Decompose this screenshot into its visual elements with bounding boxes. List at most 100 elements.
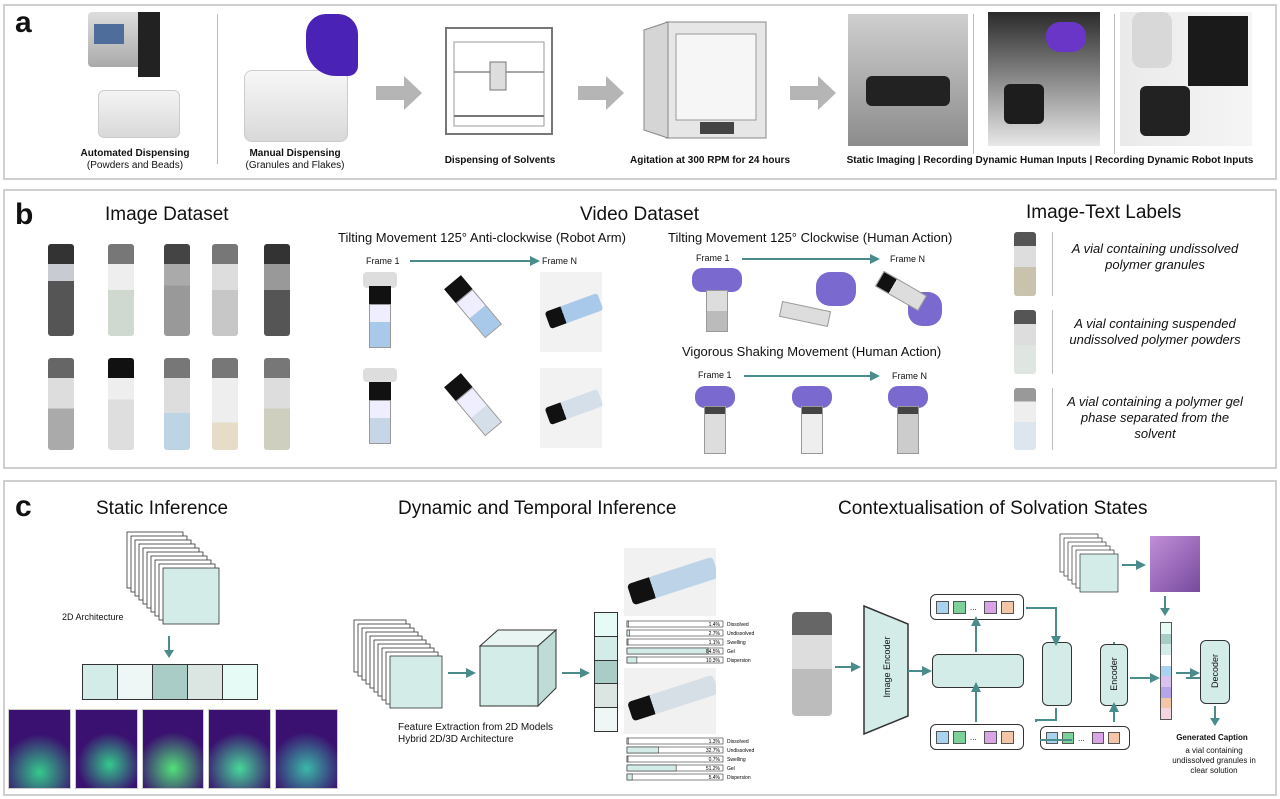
prediction-value-label: 2.7% xyxy=(709,631,721,637)
heatmap-image xyxy=(208,709,272,789)
prediction-value-label: 1.4% xyxy=(709,622,721,628)
robot-frame-photo xyxy=(355,272,405,352)
vial-photo xyxy=(48,358,74,450)
prediction-bars-top: 1.4%Dissolved2.7%Undissolved1.1%Swelling… xyxy=(626,620,754,664)
label-divider xyxy=(1052,310,1053,374)
human-tilt-title: Tilting Movement 125° Clockwise (Human A… xyxy=(668,230,953,245)
vial-image-grid xyxy=(44,240,294,455)
temporal-cell xyxy=(595,684,617,709)
decoder-block xyxy=(1200,640,1230,704)
prediction-class-label: Swelling xyxy=(727,757,746,763)
token xyxy=(1001,730,1014,744)
token xyxy=(984,600,997,614)
text-label-powders: A vial containing suspended undissolved … xyxy=(1069,316,1241,347)
divider xyxy=(217,14,218,164)
token xyxy=(1092,732,1104,744)
token xyxy=(984,730,997,744)
label-divider xyxy=(1052,388,1053,450)
image-encoder-label: Image Encoder xyxy=(882,636,892,698)
human-frame-photo xyxy=(692,268,742,334)
generated-caption-title: Generated Caption xyxy=(1176,733,1248,742)
vial-photo xyxy=(164,244,190,336)
divider xyxy=(973,14,974,154)
feature-vector xyxy=(82,664,258,700)
prediction-bars-bottom: 1.3%Dissolved32.7%Undissolved0.7%Swellin… xyxy=(626,737,754,781)
prediction-bar-fill xyxy=(626,638,629,646)
temporal-cell xyxy=(595,636,617,661)
prediction-bar-fill xyxy=(626,656,638,664)
down-arrow xyxy=(1160,596,1170,616)
token-sequence xyxy=(1160,622,1172,720)
prediction-vial-photo xyxy=(624,668,716,734)
prediction-class-label: Dissolved xyxy=(727,622,749,628)
panel-a-label: a xyxy=(15,6,32,39)
purple-glove-image xyxy=(306,14,358,76)
prediction-bar-fill xyxy=(626,647,709,655)
human-frame-photo xyxy=(872,270,942,334)
feature-cell xyxy=(223,665,257,699)
prediction-class-label: Gel xyxy=(727,649,735,655)
prediction-value-label: 5.4% xyxy=(709,775,721,781)
vial-photo xyxy=(108,244,134,336)
prediction-class-label: Dissolved xyxy=(727,739,749,745)
step-manual-caption: Manual Dispensing(Granules and Flakes) xyxy=(245,148,345,171)
prediction-value-label: 84.5% xyxy=(706,649,721,655)
feature-cell xyxy=(118,665,153,699)
prediction-value-label: 1.1% xyxy=(709,640,721,646)
heatmap-image xyxy=(74,709,138,789)
static-imaging-photo xyxy=(848,14,968,146)
encoder-block xyxy=(1100,644,1128,706)
heatmap-strip xyxy=(8,709,338,789)
vial-photo xyxy=(212,358,238,450)
prediction-bar-fill xyxy=(626,737,629,745)
labels-title: Image-Text Labels xyxy=(1026,202,1182,223)
prediction-bar-fill xyxy=(626,764,677,772)
right-arrow xyxy=(835,662,861,672)
frame-arrow xyxy=(744,371,880,381)
prediction-class-label: Swelling xyxy=(727,640,746,646)
prediction-bar-fill xyxy=(626,755,629,763)
token xyxy=(1161,687,1171,698)
feature-extraction-label: Feature Extraction from 2D Models xyxy=(398,722,554,733)
frame-1-label: Frame 1 xyxy=(696,253,730,263)
temporal-cell xyxy=(595,613,617,637)
label-divider xyxy=(1052,232,1053,296)
token xyxy=(1161,676,1171,688)
token xyxy=(1161,644,1171,656)
temporal-cell xyxy=(595,708,617,731)
image-encoder-block xyxy=(863,604,909,736)
image-stack-icon xyxy=(126,531,220,625)
prediction-value-label: 51.2% xyxy=(706,766,721,772)
incubator-image xyxy=(643,21,767,139)
vial-photo xyxy=(108,358,134,450)
frame-arrow xyxy=(410,256,540,266)
heatmap-image xyxy=(8,709,71,789)
token xyxy=(1161,697,1171,709)
shake-title: Vigorous Shaking Movement (Human Action) xyxy=(682,344,942,359)
token xyxy=(953,600,966,614)
human-recording-photo xyxy=(988,12,1100,146)
token-ellipsis: ... xyxy=(970,602,977,612)
frame-n-label: Frame N xyxy=(892,371,928,381)
vial-photo xyxy=(212,244,238,336)
3d-cube-icon xyxy=(478,628,558,708)
token xyxy=(1161,623,1171,634)
text-label-gel: A vial containing a polymer gel phase se… xyxy=(1067,394,1243,441)
arch-2d-label: 2D Architecture xyxy=(62,612,124,622)
temporal-cell xyxy=(595,660,617,685)
right-arrow xyxy=(562,668,590,678)
token-ellipsis: ... xyxy=(1078,733,1085,743)
prediction-class-label: Dispersion xyxy=(727,658,751,664)
human-frame-photo xyxy=(778,272,856,334)
prediction-bar-fill xyxy=(626,773,633,781)
vial-photo xyxy=(164,358,190,450)
down-arrow xyxy=(1210,706,1220,726)
prediction-class-label: Dispersion xyxy=(727,775,751,781)
flow-arrow-icon xyxy=(376,76,422,110)
decoder-label: Decoder xyxy=(1210,653,1220,689)
encoder-connectors xyxy=(971,607,1200,741)
token xyxy=(1161,708,1171,720)
prediction-class-label: Gel xyxy=(727,766,735,772)
token xyxy=(1108,732,1120,744)
label-vial-photo xyxy=(1014,232,1036,296)
